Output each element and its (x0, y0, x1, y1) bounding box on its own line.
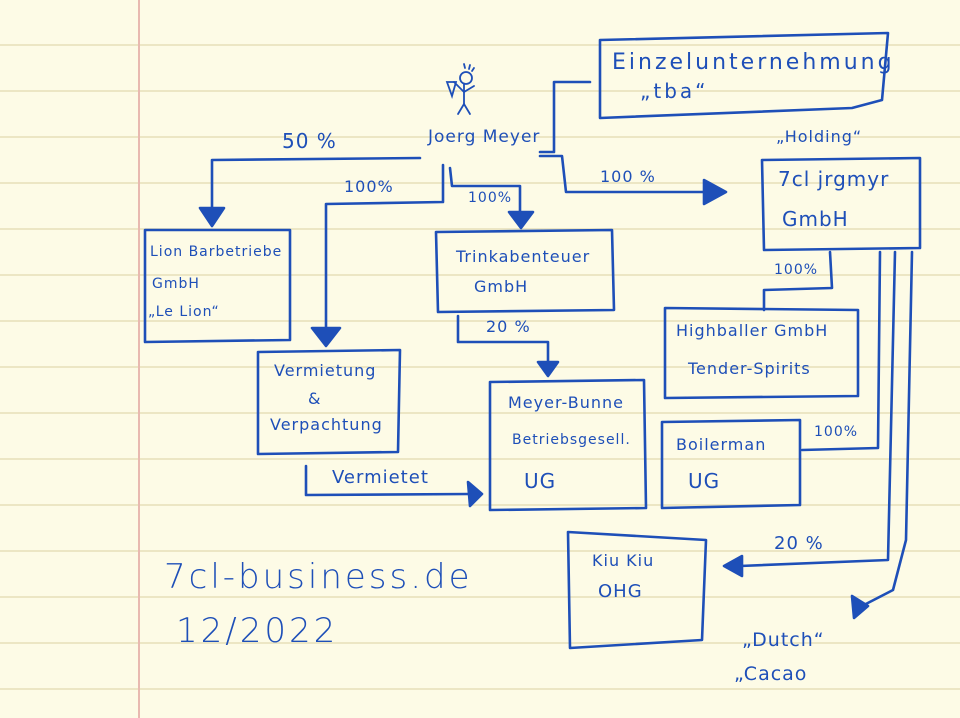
edge-label-highballer: 100% (774, 262, 819, 278)
entity-vermietung-line2: & (308, 389, 322, 408)
box-meyer-bunne (488, 378, 648, 512)
box-vermietung (256, 348, 402, 456)
entity-kiukiu-line1: Kiu Kiu (592, 551, 655, 570)
entity-vermietung-line1: Vermietung (274, 361, 377, 380)
box-highballer (663, 306, 860, 400)
entity-highballer-line1: Highballer GmbH (676, 321, 829, 340)
entity-lion-line1: Lion Barbetriebe (150, 244, 283, 260)
edge-label-trinkabenteuer: 100% (468, 190, 513, 206)
entity-boilerman-line1: Boilerman (676, 435, 767, 454)
edge-label-meyer-bunne: 20 % (486, 317, 531, 336)
edge-label-boilerman: 100% (814, 424, 859, 440)
entity-lion-line2: GmbH (152, 276, 200, 292)
entity-dutch-cacao-line1: „Dutch“ (742, 629, 825, 651)
edge-label-kiukiu: 20 % (774, 533, 824, 554)
box-holding (760, 156, 922, 252)
entity-boilerman-line2: UG (688, 469, 721, 493)
edge-label-vermietet: Vermietet (332, 467, 429, 488)
box-trinkabenteuer (434, 228, 616, 314)
entity-einzelunternehmung-line1: Einzelunternehmung (612, 50, 895, 75)
box-einzelunternehmung (598, 31, 890, 120)
entity-trinkabenteuer-line1: Trinkabenteuer (456, 247, 591, 266)
entity-einzelunternehmung-line2: „tba“ (640, 79, 709, 103)
margin-line (138, 0, 140, 718)
entity-highballer-line2: Tender-Spirits (688, 359, 811, 378)
footer-date: 12/2022 (176, 611, 339, 651)
box-boilerman (660, 418, 802, 510)
edge-label-vermietung: 100% (344, 177, 394, 196)
footer-website: 7cl-business.de (164, 557, 473, 597)
entity-holding-line2: GmbH (782, 207, 849, 231)
owner-name: Joerg Meyer (428, 127, 541, 147)
holding-label: „Holding“ (776, 127, 863, 146)
stick-figure-icon (445, 63, 475, 115)
entity-vermietung-line3: Verpachtung (270, 415, 383, 434)
entity-meyer-bunne-line2: Betriebsgesell. (512, 432, 631, 448)
entity-dutch-cacao-line2: „Cacao (734, 663, 808, 685)
entity-trinkabenteuer-line2: GmbH (474, 277, 529, 296)
entity-lion-line3: „Le Lion“ (148, 304, 220, 320)
edge-label-lion: 50 % (282, 129, 337, 153)
box-lion (143, 228, 292, 344)
entity-meyer-bunne-line3: UG (524, 469, 557, 493)
entity-kiukiu-line2: OHG (598, 581, 643, 602)
entity-holding-line1: 7cl jrgmyr (778, 167, 890, 191)
box-kiukiu (566, 530, 708, 650)
entity-meyer-bunne-line1: Meyer-Bunne (508, 393, 624, 412)
edge-label-holding: 100 % (600, 167, 656, 186)
